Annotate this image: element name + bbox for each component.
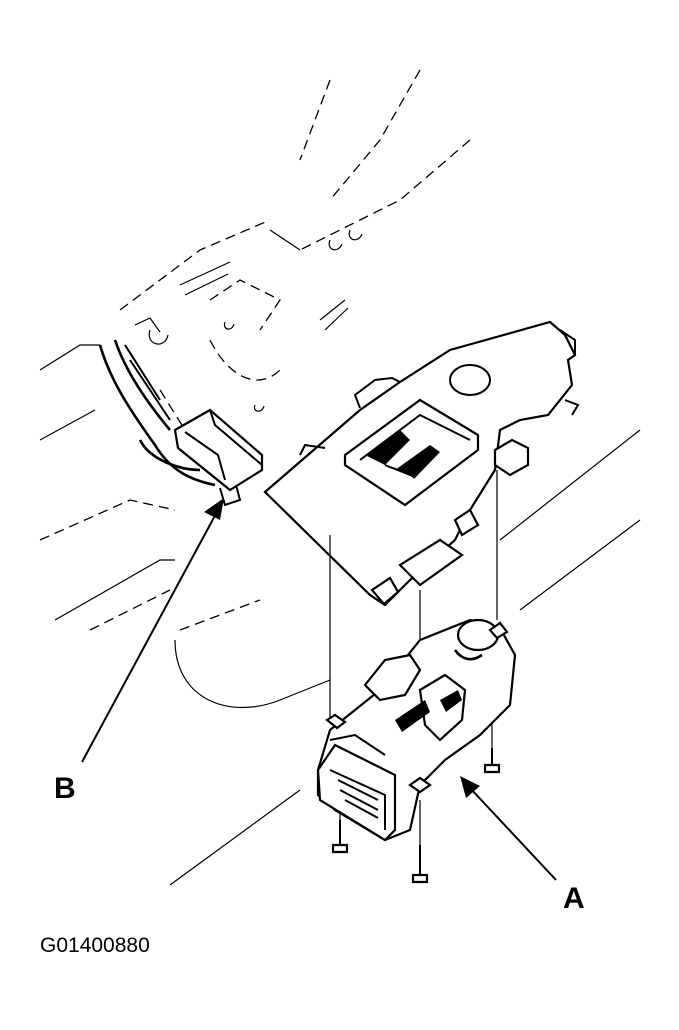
wire-harness: [98, 339, 216, 487]
master-switch-a: [316, 618, 517, 842]
callout-a: A: [563, 882, 585, 915]
switch-trim-panel: [263, 320, 580, 607]
screws: [331, 748, 501, 884]
connector-b: [173, 408, 264, 507]
leader-b: [81, 498, 224, 763]
callout-b: B: [54, 772, 76, 805]
door-panel-outline: [39, 69, 641, 886]
figure-code: G01400880: [40, 934, 150, 957]
leader-a: [460, 776, 557, 881]
